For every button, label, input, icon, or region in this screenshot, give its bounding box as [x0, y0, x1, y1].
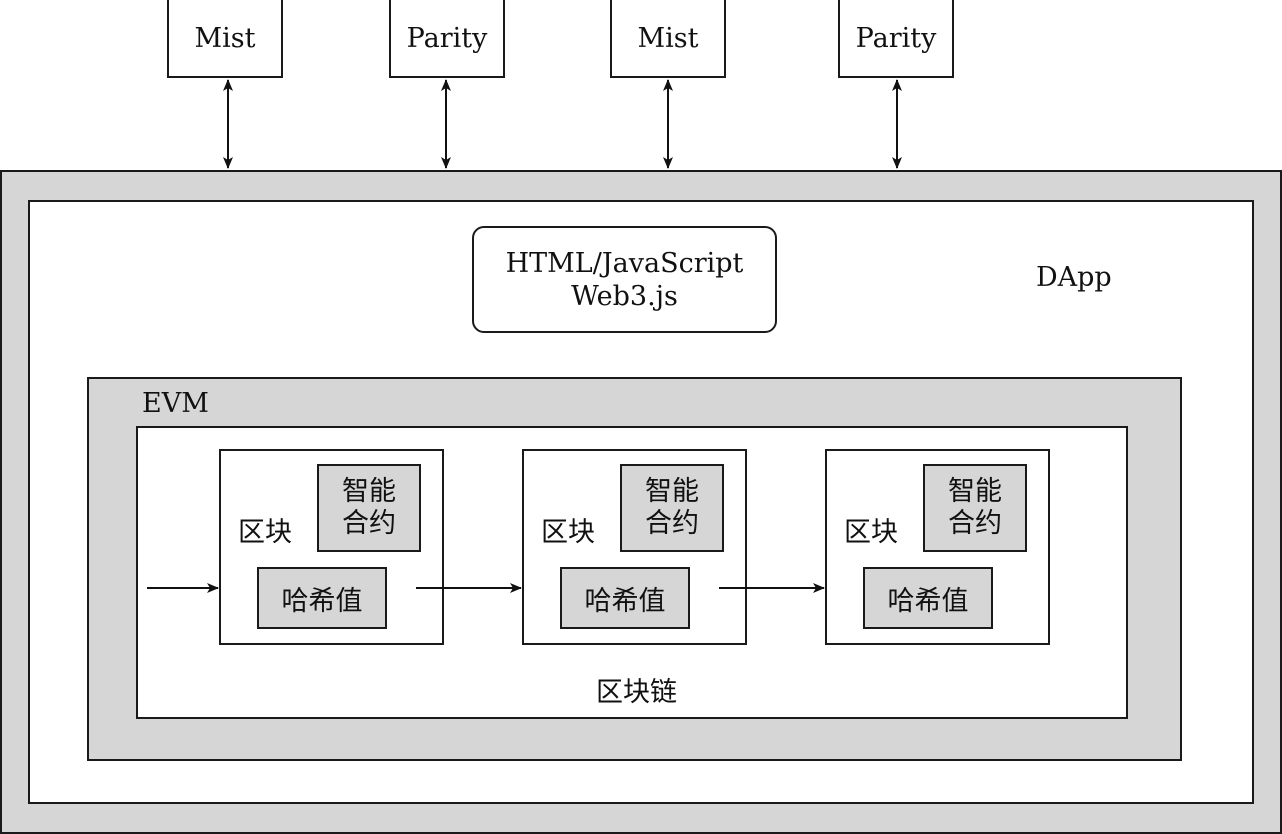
block-label: 区块: [238, 517, 292, 548]
blockchain-label: 区块链: [596, 677, 677, 708]
hash-label: 哈希值: [584, 585, 666, 617]
contract-line1: 智能: [948, 476, 1002, 507]
smart-contract-box: 智能 合约: [923, 464, 1027, 552]
block-label: 区块: [541, 517, 595, 548]
client-mist-1: Mist: [167, 0, 283, 78]
contract-line1: 智能: [342, 476, 396, 507]
client-parity-1: Parity: [389, 0, 505, 78]
contract-line1: 智能: [645, 476, 699, 507]
dapp-label: DApp: [1036, 262, 1112, 293]
hash-box: 哈希值: [257, 567, 387, 629]
evm-label: EVM: [142, 388, 209, 419]
client-label: Mist: [637, 22, 699, 54]
contract-line2: 合约: [948, 508, 1002, 539]
block-label: 区块: [844, 517, 898, 548]
hash-label: 哈希值: [887, 585, 969, 617]
smart-contract-box: 智能 合约: [317, 464, 421, 552]
contract-line2: 合约: [342, 508, 396, 539]
hash-box: 哈希值: [863, 567, 993, 629]
client-mist-2: Mist: [610, 0, 726, 78]
client-parity-2: Parity: [838, 0, 954, 78]
frontend-line1: HTML/JavaScript: [505, 247, 744, 279]
frontend-line2: Web3.js: [571, 280, 678, 312]
client-label: Parity: [855, 22, 937, 54]
hash-label: 哈希值: [281, 585, 363, 617]
client-label: Mist: [194, 22, 256, 54]
hash-box: 哈希值: [560, 567, 690, 629]
frontend-box: HTML/JavaScript Web3.js: [472, 226, 777, 333]
client-label: Parity: [406, 22, 488, 54]
smart-contract-box: 智能 合约: [620, 464, 724, 552]
contract-line2: 合约: [645, 508, 699, 539]
